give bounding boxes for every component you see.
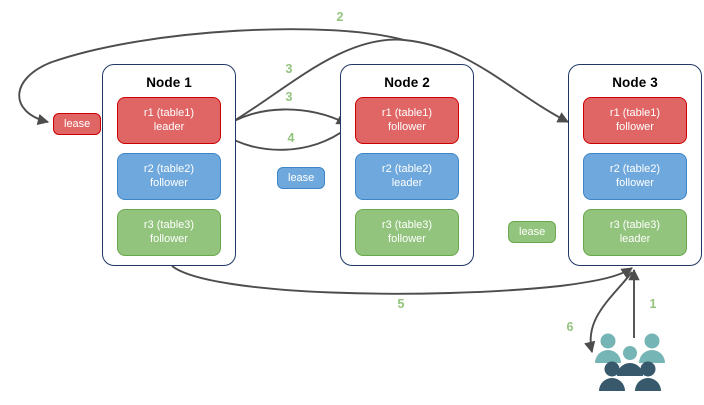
replica-role: follower <box>388 120 426 133</box>
step-label-4: 4 <box>287 131 295 145</box>
arrow-step-3-to-node2 <box>222 108 349 129</box>
replica-r3[interactable]: r3 (table3) follower <box>355 209 459 256</box>
replica-r1[interactable]: r1 (table1) follower <box>355 97 459 144</box>
replica-role: follower <box>616 120 654 133</box>
step-label-3-upper: 3 <box>285 62 293 76</box>
lease-badge-r2[interactable]: lease <box>277 167 326 189</box>
replica-name: r2 (table2) <box>609 163 661 175</box>
replica-r2[interactable]: r2 (table2) follower <box>117 153 221 200</box>
step-label-5: 5 <box>397 297 405 311</box>
arrow-step-5 <box>171 265 633 295</box>
replica-name: r2 (table2) <box>381 163 433 175</box>
replica-role: follower <box>150 176 188 189</box>
replica-r2[interactable]: r2 (table2) follower <box>583 153 687 200</box>
node-card-2[interactable]: Node 2 r1 (table1) follower r2 (table2) … <box>340 64 474 266</box>
replica-name: r2 (table2) <box>143 163 195 175</box>
replica-name: r1 (table1) <box>143 107 195 119</box>
lease-badge-r3[interactable]: lease <box>508 221 557 243</box>
replica-role: leader <box>619 232 651 245</box>
replica-name: r3 (table3) <box>143 219 195 231</box>
node-title: Node 2 <box>384 75 430 90</box>
node-card-1[interactable]: Node 1 r1 (table1) leader r2 (table2) fo… <box>102 64 236 266</box>
lease-badge-r1[interactable]: lease <box>53 113 102 135</box>
node-title: Node 3 <box>612 75 658 90</box>
replica-name: r1 (table1) <box>381 107 433 119</box>
replica-name: r1 (table1) <box>609 107 661 119</box>
replica-role: follower <box>616 176 654 189</box>
step-label-1: 1 <box>649 297 657 311</box>
replica-name: r3 (table3) <box>609 219 661 231</box>
node-title: Node 1 <box>146 75 192 90</box>
replica-r2[interactable]: r2 (table2) leader <box>355 153 459 200</box>
replica-name: r3 (table3) <box>381 219 433 231</box>
step-label-2: 2 <box>336 10 344 24</box>
replica-role: leader <box>391 176 423 189</box>
step-label-3-lower: 3 <box>285 90 293 104</box>
replica-role: follower <box>150 232 188 245</box>
users-group-icon <box>595 333 665 391</box>
step-label-6: 6 <box>566 320 574 334</box>
replica-role: follower <box>388 232 426 245</box>
replica-r1[interactable]: r1 (table1) leader <box>117 97 221 144</box>
node-card-3[interactable]: Node 3 r1 (table1) follower r2 (table2) … <box>568 64 702 266</box>
replica-role: leader <box>153 120 185 133</box>
replica-r1[interactable]: r1 (table1) follower <box>583 97 687 144</box>
replica-r3[interactable]: r3 (table3) follower <box>117 209 221 256</box>
replica-r3[interactable]: r3 (table3) leader <box>583 209 687 256</box>
